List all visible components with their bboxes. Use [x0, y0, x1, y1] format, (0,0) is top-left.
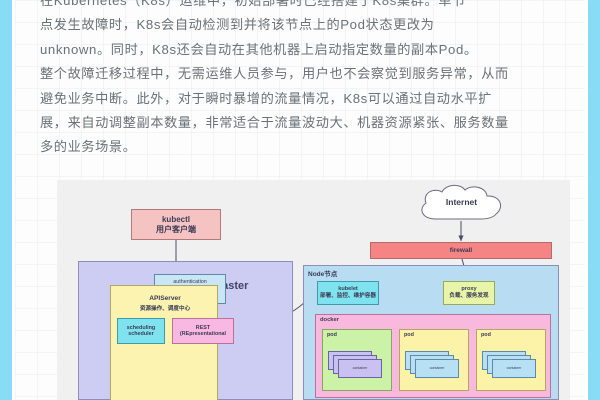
article-line: 在Kubernetes（K8s）运维中，初始部署时已经搭建了K8s集群。单节	[40, 0, 466, 8]
rest-box: REST (REpresentational	[172, 318, 234, 344]
pod-label: pod	[327, 332, 337, 338]
kubelet-box: kubelet 部署、监控、维护容器	[317, 281, 379, 305]
auth-line1: authentication	[173, 279, 207, 286]
kubelet-title: kubelet	[338, 286, 358, 293]
right-rail-gap	[585, 0, 588, 400]
pod-group: pod container container container	[322, 329, 392, 391]
proxy-box: proxy 负载、服务发现	[443, 281, 495, 305]
pod-group: pod container container container	[476, 329, 546, 391]
docker-group: docker pod container container container	[315, 314, 551, 398]
kubernetes-architecture-diagram: Internet firewall Node节点 kubelet 部署、监控、维…	[57, 180, 570, 400]
internet-cloud: Internet	[414, 184, 509, 223]
pod-group: pod container container container	[399, 329, 469, 391]
scheduling-line1: scheduling	[126, 324, 156, 331]
rest-line2: (REpresentational	[179, 331, 227, 337]
container-box: container	[338, 359, 382, 378]
kubectl-title: kubectl	[161, 215, 190, 225]
scheduling-box: scheduling scheduler	[117, 318, 165, 344]
proxy-title: proxy	[461, 286, 477, 293]
rest-line1: REST	[195, 324, 211, 331]
pod-label: pod	[481, 332, 491, 338]
apiserver-group: APIServer 资源操作、调度中心 scheduling scheduler…	[110, 285, 234, 400]
firewall-label: firewall	[449, 246, 473, 254]
docker-group-label: docker	[320, 317, 340, 323]
kubectl-subtitle: 用户客户端	[156, 224, 196, 234]
master-group: Master authentication authorization 身份认证…	[78, 261, 293, 400]
kubectl-box: kubectl 用户客户端	[131, 209, 221, 240]
right-accent-rail	[588, 0, 600, 400]
container-label: container	[506, 366, 522, 371]
firewall-box: firewall	[370, 242, 552, 259]
article-line: 多的业务场景。	[40, 139, 137, 155]
apiserver-title: APIServer	[149, 295, 181, 302]
kubelet-subtitle: 部署、监控、维护容器	[320, 293, 376, 299]
article-line: 点发生故障时，K8s会自动检测到并将该节点上的Pod状态更改为	[40, 17, 435, 33]
container-box: container	[492, 359, 536, 378]
container-label: container	[352, 366, 368, 371]
article-line: 展，来自动调整副本数量，非常适合于流量波动大、机器资源紧张、服务数量	[40, 115, 509, 131]
node-group: Node节点 kubelet 部署、监控、维护容器 proxy 负载、服务发现 …	[303, 265, 559, 400]
left-rail-gap	[12, 0, 15, 400]
scheduling-line2: scheduler	[128, 331, 154, 337]
article-line: 整个故障迁移过程中，无需运维人员参与，用户也不会察觉到服务异常，从而	[40, 66, 509, 82]
proxy-subtitle: 负载、服务发现	[449, 293, 489, 299]
left-accent-rail	[0, 0, 12, 400]
node-group-label: Node节点	[308, 271, 338, 278]
article-body: 在Kubernetes（K8s）运维中，初始部署时已经搭建了K8s集群。单节 点…	[40, 0, 560, 160]
article-line: unknown。同时，K8s还会自动在其他机器上启动指定数量的副本Pod。	[40, 41, 478, 57]
article-line: 避免业务中断。此外，对于瞬时暴增的流量情况，K8s可以通过自动水平扩	[40, 90, 492, 106]
container-label: container	[429, 366, 445, 371]
pod-label: pod	[404, 332, 414, 338]
apiserver-subtitle: 资源操作、调度中心	[139, 306, 191, 312]
container-box: container	[415, 359, 459, 378]
internet-label: Internet	[445, 197, 478, 207]
